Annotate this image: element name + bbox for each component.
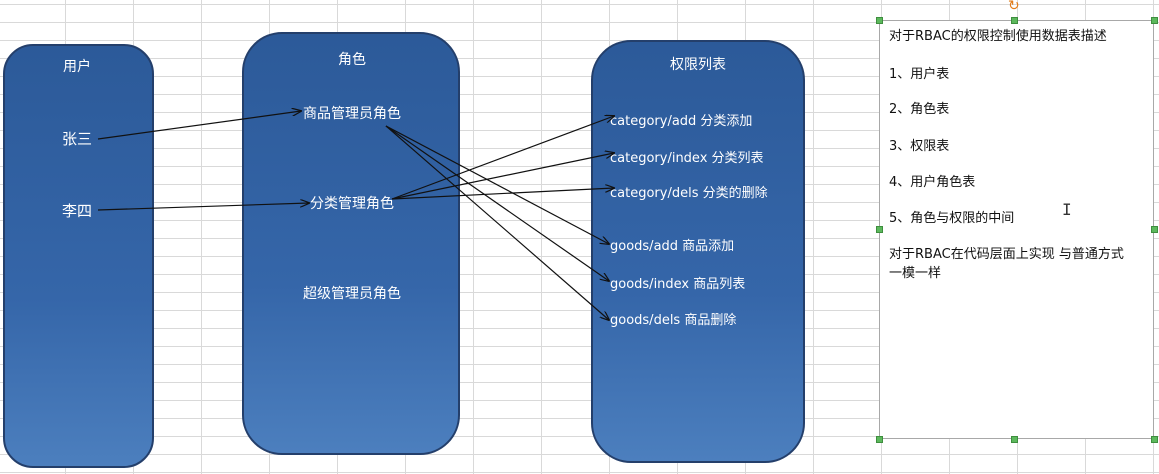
permissions-title: 权限列表 [670,57,726,73]
note-item: 1、用户表 [889,67,950,82]
text-cursor-icon: I [1062,200,1072,219]
resize-handle-n[interactable] [1011,17,1018,24]
rotate-handle-icon[interactable]: ↻ [1008,0,1020,14]
note-item: 4、用户角色表 [889,175,976,190]
resize-handle-s[interactable] [1011,436,1018,443]
permission-item: category/dels 分类的删除 [610,186,768,201]
roles-title: 角色 [338,52,366,68]
permission-item: category/add 分类添加 [610,114,753,129]
users-title: 用户 [63,59,91,75]
resize-handle-se[interactable] [1151,436,1158,443]
permission-item: goods/dels 商品删除 [610,313,737,328]
user-item: 张三 [62,130,93,148]
note-item: 2、角色表 [889,102,950,117]
resize-handle-sw[interactable] [876,436,883,443]
resize-handle-w[interactable] [876,226,883,233]
note-footer: 对于RBAC在代码层面上实现 与普通方式 [889,247,1124,262]
permission-item: category/index 分类列表 [610,151,764,166]
user-item: 李四 [62,202,93,220]
note-footer: 一模一样 [889,266,942,281]
permission-item: goods/add 商品添加 [610,239,735,254]
roles-panel[interactable] [242,32,460,455]
resize-handle-ne[interactable] [1151,17,1158,24]
role-item: 商品管理员角色 [303,106,401,122]
role-item: 超级管理员角色 [303,286,401,302]
note-item: 3、权限表 [889,139,950,154]
role-item: 分类管理角色 [310,196,394,212]
resize-handle-e[interactable] [1151,226,1158,233]
note-textbox[interactable]: 对于RBAC的权限控制使用数据表描述 1、用户表 2、角色表 3、权限表 4、用… [879,20,1154,439]
note-heading: 对于RBAC的权限控制使用数据表描述 [889,29,1107,44]
note-item: 5、角色与权限的中间 [889,211,1015,226]
users-panel[interactable] [3,44,154,468]
permission-item: goods/index 商品列表 [610,277,746,292]
resize-handle-nw[interactable] [876,17,883,24]
permissions-panel[interactable] [591,40,805,463]
